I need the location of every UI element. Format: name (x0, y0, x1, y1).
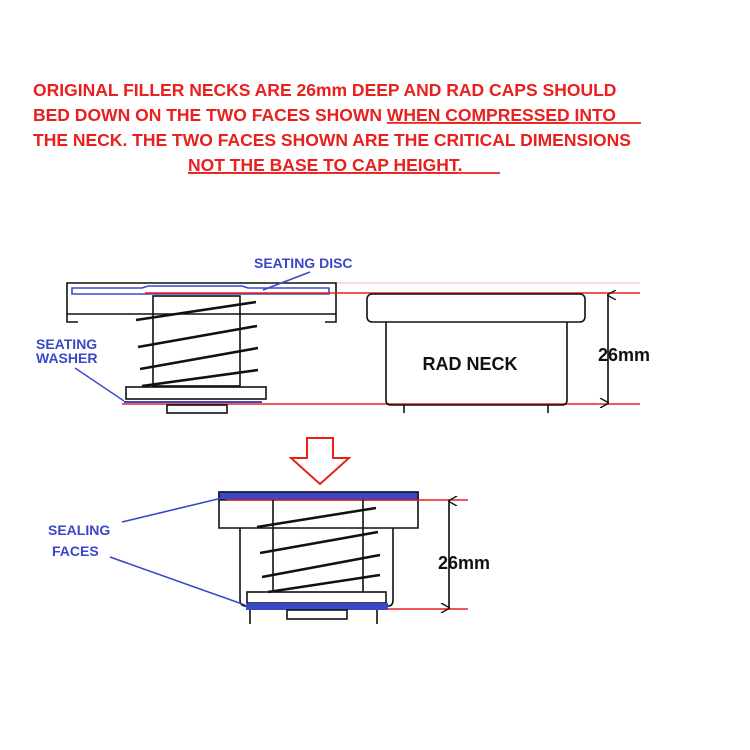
header-line-4-end: . (458, 155, 463, 175)
header-when-compressed: WHEN COMPRESSED (387, 105, 570, 125)
rad-neck: RAD NECK (366, 293, 586, 413)
seating-disc-leader (262, 271, 311, 291)
bottom-sealing-face (246, 603, 388, 610)
seating-washer-label-2: WASHER (36, 350, 97, 366)
sealing-face-leader-bottom (109, 556, 246, 606)
header-line-2-text: BED DOWN ON THE TWO FACES SHOWN (33, 105, 387, 125)
rad-neck-label: RAD NECK (422, 354, 517, 374)
header-line-2-end: INTO (570, 105, 616, 125)
header-not-base-to-cap: NOT THE BASE TO CAP HEIGHT (188, 155, 460, 175)
sealing-faces-label-1: SEALING (48, 522, 110, 538)
seating-disc (71, 285, 330, 295)
header-line-4: NOT THE BASE TO CAP HEIGHT. (188, 155, 463, 175)
uncompressed-cap (66, 282, 640, 414)
top-sealing-face (218, 491, 419, 501)
header-line-3: THE NECK. THE TWO FACES SHOWN ARE THE CR… (33, 130, 631, 150)
seating-disc-label: SEATING DISC (254, 255, 353, 271)
header-line-1: ORIGINAL FILLER NECKS ARE 26mm DEEP AND … (33, 80, 616, 100)
seating-washer (125, 386, 267, 400)
compressed-cap (218, 491, 468, 624)
bottom-dimension-label: 26mm (438, 553, 490, 573)
header-line-2: BED DOWN ON THE TWO FACES SHOWN WHEN COM… (33, 105, 616, 125)
top-dimension-label: 26mm (598, 345, 650, 365)
seating-washer-leader (74, 367, 125, 402)
sealing-faces-label-2: FACES (52, 543, 99, 559)
compress-arrow-icon (288, 437, 352, 486)
seating-washer-label-1: SEATING (36, 336, 97, 352)
sealing-face-leader-top (121, 497, 223, 523)
